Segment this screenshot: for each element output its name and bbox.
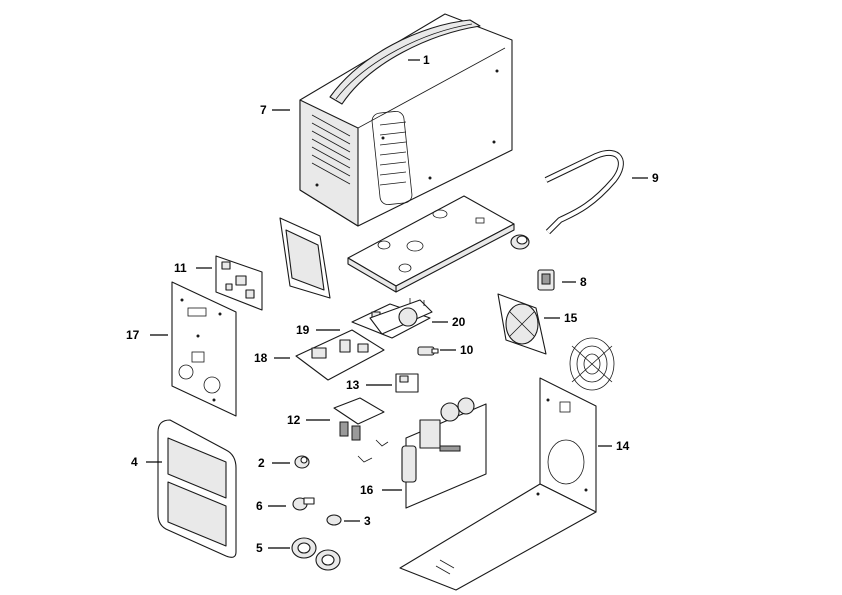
- fitting-3: [326, 514, 342, 526]
- callout-5: 5: [256, 541, 263, 555]
- leader-lines: [146, 59, 648, 549]
- callout-6: 6: [256, 499, 263, 513]
- callout-16: 16: [360, 483, 374, 497]
- base-plate: [347, 195, 515, 293]
- callout-10: 10: [460, 343, 474, 357]
- front-panel: [171, 281, 237, 417]
- callouts: 1 2 3 4 5 6 7 8 9 10 11 12 13 14 15 16 1…: [126, 53, 659, 555]
- relay-13: [395, 373, 419, 393]
- callout-3: 3: [364, 514, 371, 528]
- main-board-18: [295, 329, 385, 381]
- callout-15: 15: [564, 311, 578, 325]
- top-vent: [371, 110, 413, 206]
- fan: [497, 293, 547, 355]
- callout-13: 13: [346, 378, 360, 392]
- callout-18: 18: [254, 351, 268, 365]
- outer-cover: [299, 13, 513, 227]
- rectifier-board: [333, 397, 385, 441]
- callout-7: 7: [260, 103, 267, 117]
- power-cable: [544, 149, 624, 235]
- front-bezel: [279, 217, 331, 299]
- callout-20: 20: [452, 315, 466, 329]
- inductor-board: [369, 298, 433, 335]
- callout-4: 4: [131, 455, 138, 469]
- control-board: [215, 255, 263, 311]
- callout-12: 12: [287, 413, 301, 427]
- callout-1: 1: [423, 53, 430, 67]
- side-louvers: [311, 114, 351, 185]
- fitting-6: [292, 497, 315, 511]
- callout-2: 2: [258, 456, 265, 470]
- knob-2: [294, 455, 310, 469]
- callout-14: 14: [616, 439, 630, 453]
- callout-17: 17: [126, 328, 140, 342]
- clips: [357, 439, 389, 463]
- connector-10: [417, 346, 439, 356]
- callout-11: 11: [174, 261, 187, 275]
- switch: [537, 269, 555, 291]
- front-frame: [157, 419, 237, 558]
- fan-guard: [569, 337, 615, 391]
- callout-19: 19: [296, 323, 310, 337]
- power-board: [401, 397, 487, 509]
- callout-8: 8: [580, 275, 587, 289]
- cable-grommet: [510, 234, 530, 250]
- chassis: [399, 377, 597, 591]
- carry-handle: [329, 19, 481, 105]
- callout-9: 9: [652, 171, 659, 185]
- socket-5: [291, 537, 341, 571]
